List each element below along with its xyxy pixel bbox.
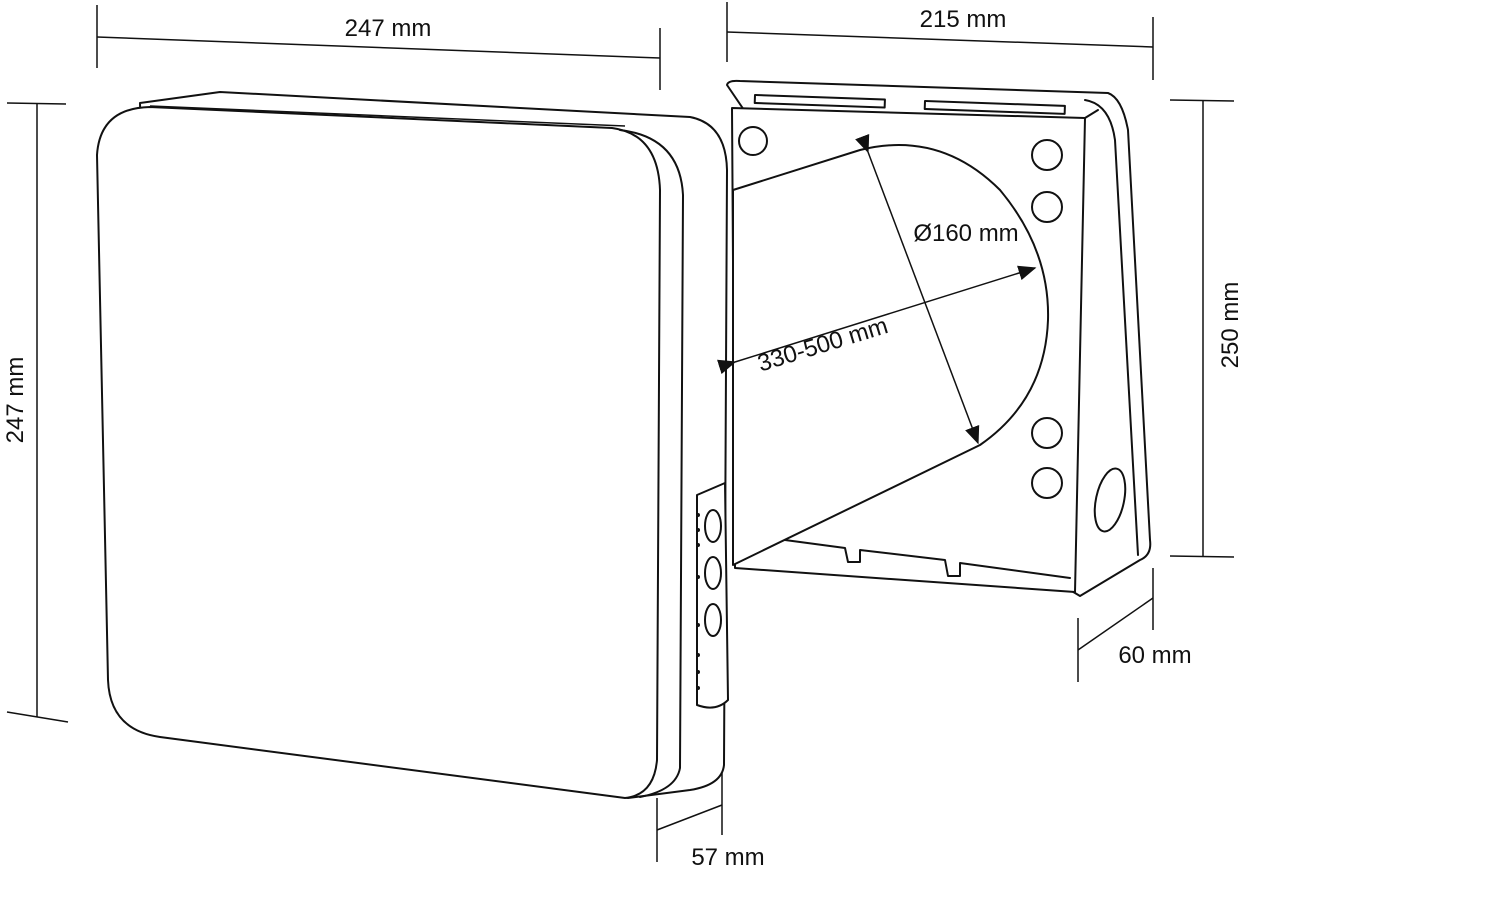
mounting-hole (1031, 467, 1063, 499)
mounting-hole (1031, 417, 1063, 449)
duct-diameter-label: Ø160 mm (913, 220, 1018, 247)
back-width-label: 215 mm (920, 6, 1007, 33)
front-depth-label: 57 mm (691, 844, 764, 871)
connector-hole (704, 603, 722, 637)
front-cover-panel (96, 106, 661, 799)
back-depth-label: 60 mm (1118, 642, 1191, 669)
connector-hole (704, 556, 722, 590)
front-cover-unit (96, 91, 729, 799)
dimension-lines (6, 2, 1235, 862)
mounting-hole (738, 126, 768, 156)
front-height-label: 247 mm (2, 357, 29, 444)
mounting-hole (1031, 191, 1063, 223)
mounting-hole (1031, 139, 1063, 171)
back-height-label: 250 mm (1217, 282, 1244, 369)
cable-entry-hole (1093, 467, 1127, 533)
side-connector-strip (696, 482, 729, 709)
connector-hole (704, 509, 722, 543)
front-width-label: 247 mm (345, 15, 432, 42)
